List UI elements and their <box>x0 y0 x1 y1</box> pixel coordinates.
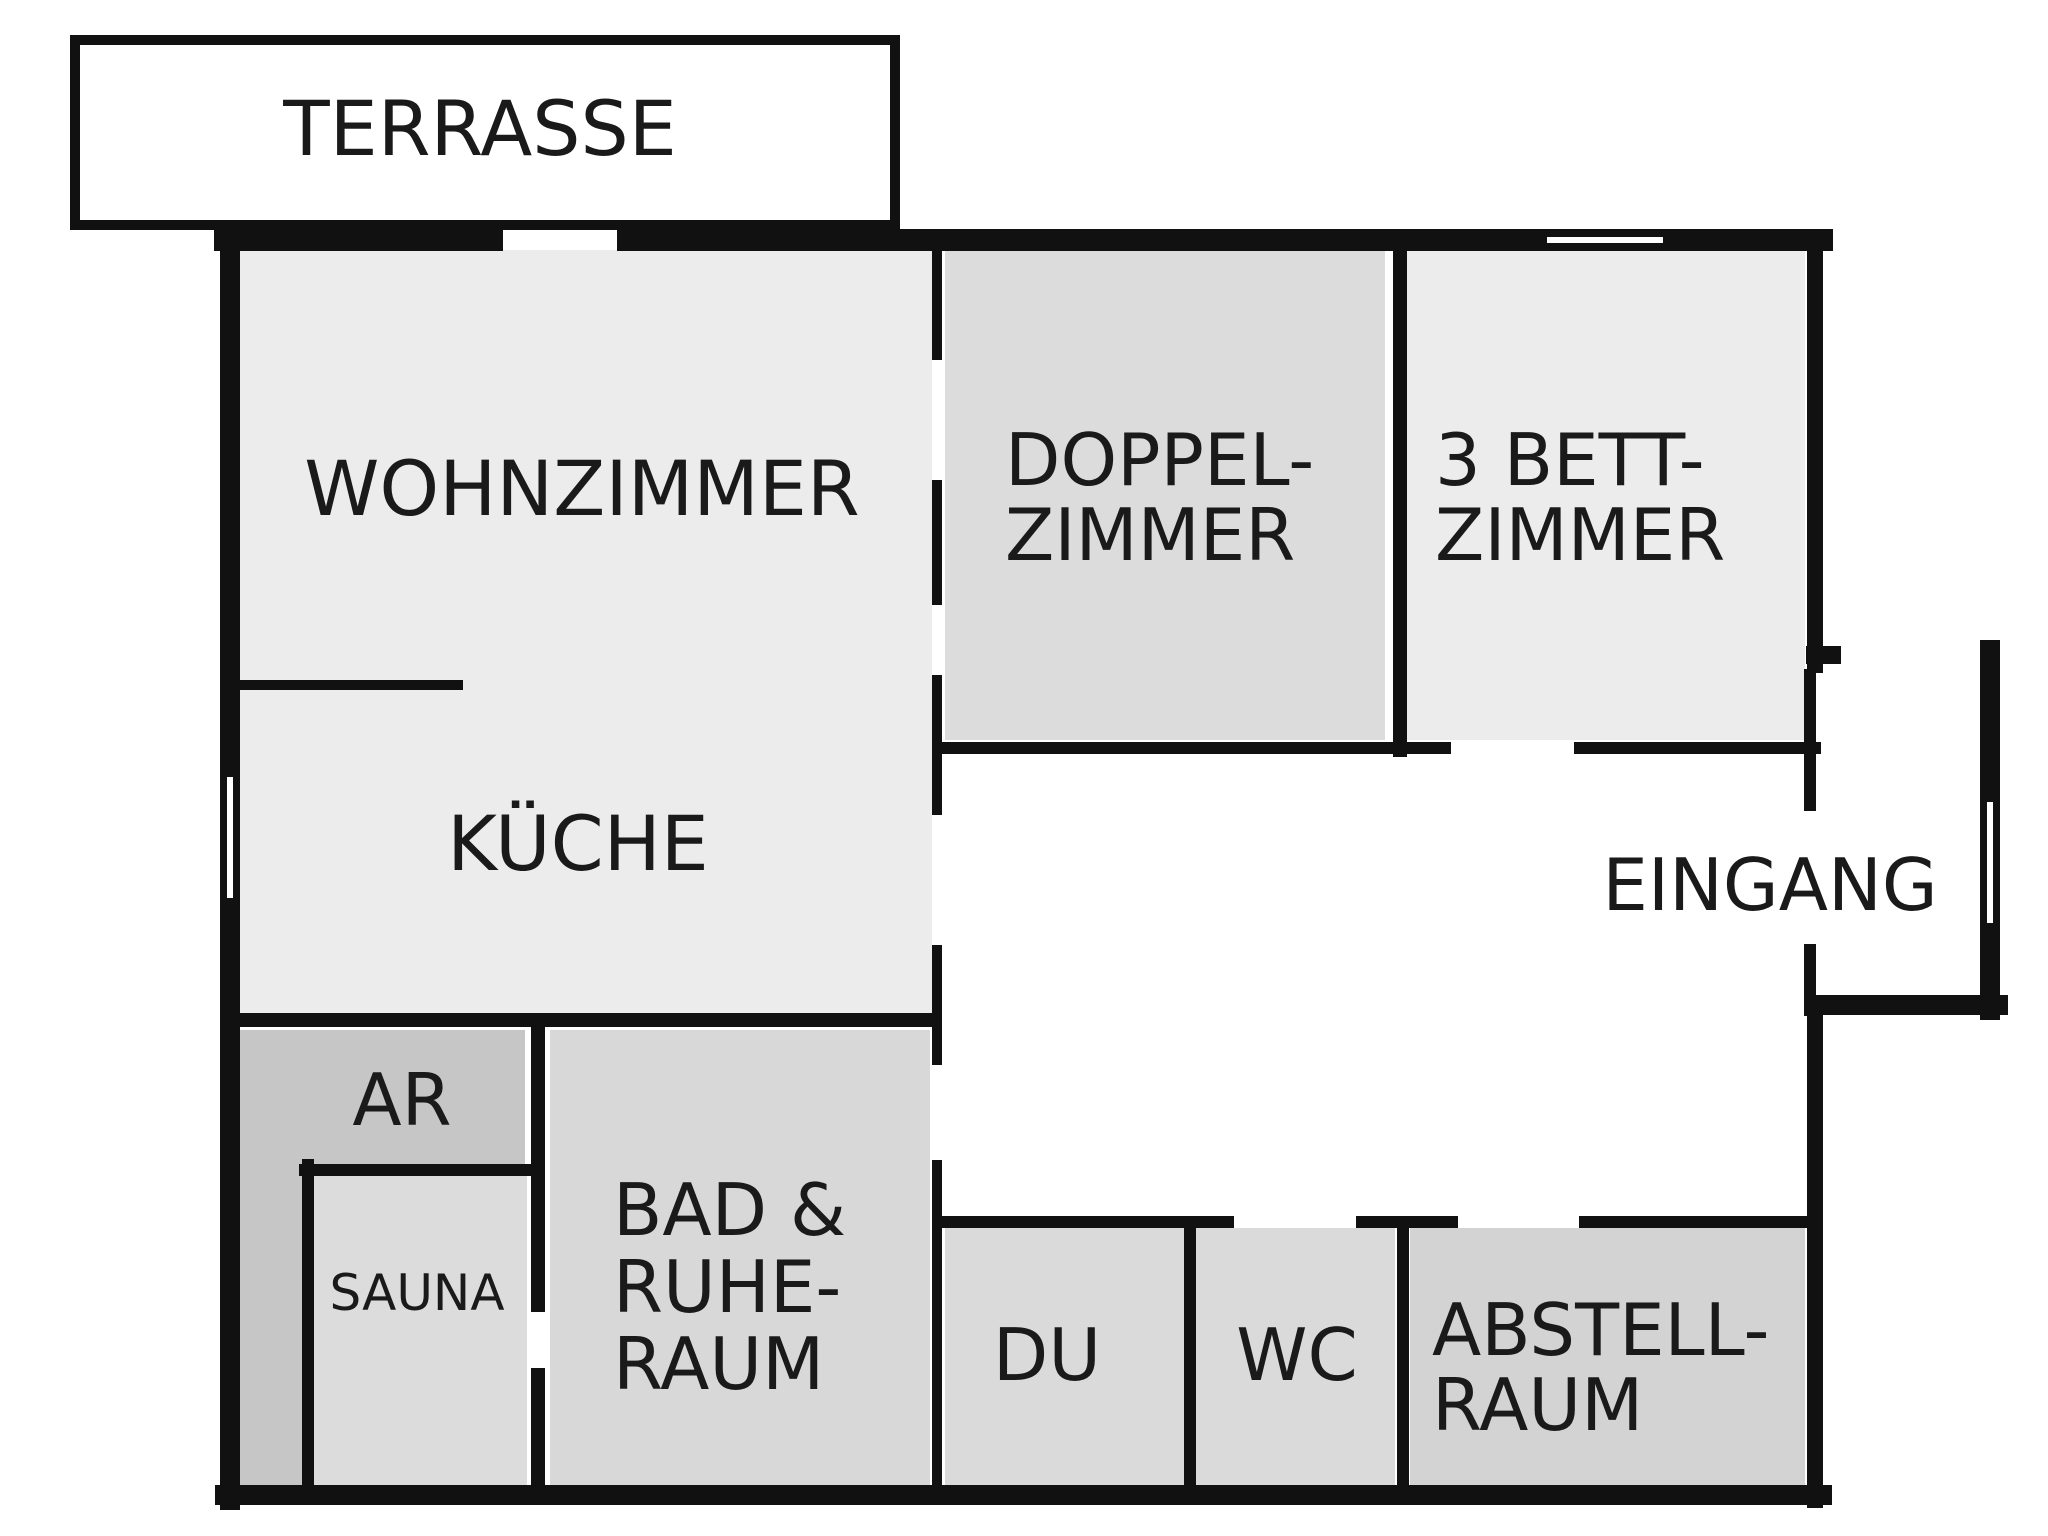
terrasse-outline <box>70 35 900 230</box>
label-ar: AR <box>352 1058 451 1142</box>
room-sauna-fill <box>312 1175 527 1485</box>
room-doppelzimmer-fill <box>945 250 1385 740</box>
room-kueche-fill <box>240 688 932 1013</box>
room-bettzimmer-fill <box>1405 250 1805 740</box>
walls <box>214 229 2008 1510</box>
room-wc-fill <box>1195 1228 1395 1485</box>
label-doppelzimmer-1: DOPPEL- <box>1005 418 1314 502</box>
label-wc: WC <box>1236 1313 1357 1397</box>
label-abstell-1: ABSTELL- <box>1432 1288 1770 1372</box>
room-du-fill <box>945 1228 1185 1485</box>
label-sauna: SAUNA <box>329 1264 504 1322</box>
room-bad-fill <box>550 1030 930 1485</box>
label-doppelzimmer-2: ZIMMER <box>1005 493 1295 577</box>
label-du: DU <box>993 1313 1101 1397</box>
label-terrasse: TERRASSE <box>282 84 676 173</box>
label-eingang: EINGANG <box>1602 843 1937 927</box>
label-bettzimmer-1: 3 BETT- <box>1435 418 1705 502</box>
label-bad-3: RAUM <box>613 1322 824 1406</box>
label-bad-1: BAD & <box>613 1168 846 1252</box>
label-bettzimmer-2: ZIMMER <box>1435 493 1725 577</box>
label-wohnzimmer: WOHNZIMMER <box>304 444 859 533</box>
label-bad-2: RUHE- <box>613 1245 841 1329</box>
room-wohnzimmer-fill <box>240 250 932 688</box>
room-labels: TERRASSE WOHNZIMMER KÜCHE DOPPEL- ZIMMER… <box>282 84 1937 1447</box>
room-fills <box>240 250 1805 1485</box>
label-kueche: KÜCHE <box>447 799 709 888</box>
room-abstell-fill <box>1410 1228 1805 1485</box>
label-abstell-2: RAUM <box>1432 1363 1643 1447</box>
